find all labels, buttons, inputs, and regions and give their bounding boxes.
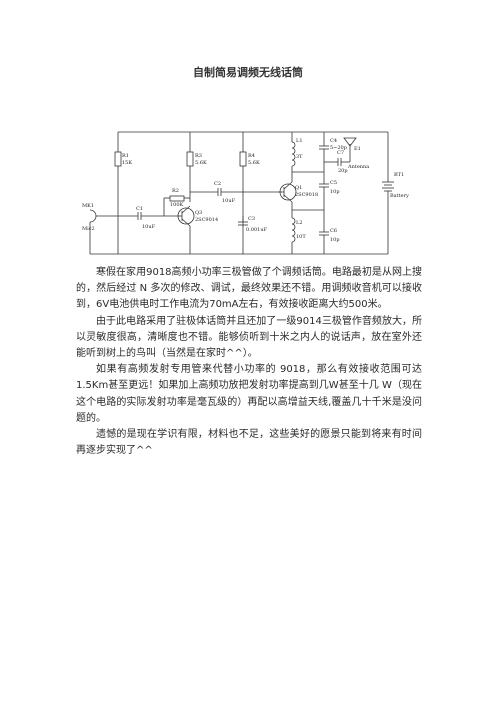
label-c6-value: 10p bbox=[330, 237, 340, 243]
label-c4: C4 bbox=[330, 138, 337, 144]
label-c5: C5 bbox=[330, 180, 337, 186]
label-bt1: BT1 bbox=[394, 172, 404, 178]
label-r2-value: 100K bbox=[170, 202, 184, 208]
label-e1-value: Antenna bbox=[347, 164, 369, 170]
label-c1: C1 bbox=[136, 206, 143, 212]
label-c3-value: 0.001uF bbox=[246, 227, 268, 233]
label-r4-value: 5.6K bbox=[248, 160, 260, 166]
label-c7: C7 bbox=[337, 150, 344, 156]
label-c5-value: 10p bbox=[330, 189, 340, 195]
label-c7-value: 20p bbox=[338, 168, 348, 174]
label-c1-value: 10uF bbox=[142, 224, 156, 230]
label-r3-value: 5.6K bbox=[195, 160, 207, 166]
label-q1: Q1 bbox=[295, 185, 302, 191]
label-l1: L1 bbox=[296, 138, 303, 144]
label-c2: C2 bbox=[214, 181, 221, 187]
circuit-schematic: R1 15K R2 100K R3 5.6K R4 5.6K C1 10uF C… bbox=[82, 131, 409, 255]
label-c3: C3 bbox=[248, 216, 255, 222]
paragraph: 由于此电路采用了驻极体话筒并且还加了一级9014三极管作音频放大，所以灵敏度很高… bbox=[76, 315, 422, 360]
document-title: 自制简易调频无线话筒 bbox=[193, 66, 303, 79]
label-l2-value: 10T bbox=[296, 234, 306, 240]
label-r4: R4 bbox=[248, 153, 255, 159]
paragraph: 寒假在家用9018高频小功率三极管做了个调频话筒。电路最初是从网上搜的，然后经过… bbox=[76, 267, 422, 311]
label-r1: R1 bbox=[122, 153, 129, 159]
label-c6: C6 bbox=[330, 228, 337, 234]
label-c4-value: 5~20p bbox=[330, 145, 347, 151]
label-e1: E1 bbox=[354, 146, 361, 152]
label-r2: R2 bbox=[172, 188, 179, 194]
paragraph: 遗憾的是现在学识有限，材料也不足，这些美好的愿景只能到将来有时间再逐步实现了^^ bbox=[76, 429, 422, 457]
label-bt1-value: Battery bbox=[390, 193, 409, 199]
label-mk1: MK1 bbox=[82, 203, 94, 209]
label-q3-value: 2SC9014 bbox=[195, 217, 218, 223]
label-mk1-value: Mic2 bbox=[82, 226, 95, 232]
label-r3: R3 bbox=[195, 153, 202, 159]
label-q1-value: 2SC9018 bbox=[295, 192, 318, 198]
label-l1-value: 3T bbox=[296, 154, 303, 160]
label-q3: Q3 bbox=[195, 210, 202, 216]
label-l2: L2 bbox=[296, 220, 303, 226]
label-r1-value: 15K bbox=[122, 160, 132, 166]
paragraph: 如果有高频发射专用管来代替小功率的 9018，那么有效接收范围可达1.5Km甚至… bbox=[76, 364, 422, 424]
article-body: 寒假在家用9018高频小功率三极管做了个调频话筒。电路最初是从网上搜的，然后经过… bbox=[76, 265, 422, 459]
label-c2-value: 10uF bbox=[222, 198, 236, 204]
